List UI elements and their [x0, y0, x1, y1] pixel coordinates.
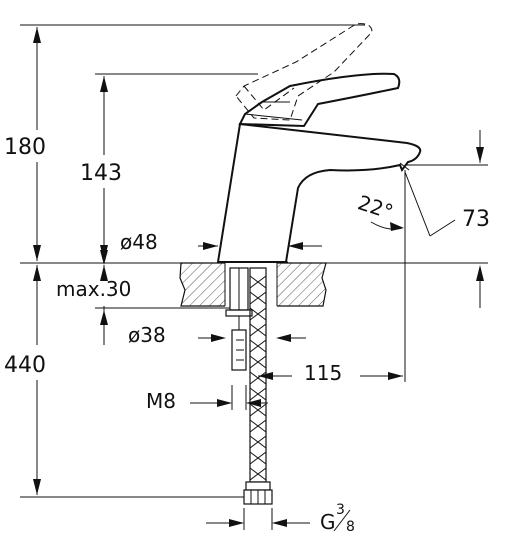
- countertop-section: [179, 262, 327, 307]
- dim-73-vertical: [476, 130, 484, 308]
- svg-text:3: 3: [336, 502, 345, 518]
- dim-g38: [206, 508, 310, 530]
- label-max30: max.30: [56, 277, 131, 301]
- label-180: 180: [4, 135, 46, 160]
- label-d48: ø48: [120, 230, 158, 254]
- braided-hose: [243, 267, 273, 505]
- label-angle-22: 22°: [355, 190, 396, 224]
- label-m8: M8: [146, 389, 176, 413]
- label-143: 143: [80, 161, 122, 186]
- label-g38: G 3 8: [320, 502, 355, 535]
- label-115: 115: [304, 361, 342, 385]
- dim-d38: [198, 334, 306, 342]
- mounting-assembly: [225, 267, 253, 371]
- dim-m8: [190, 385, 268, 410]
- svg-text:8: 8: [346, 519, 355, 535]
- label-73: 73: [462, 207, 490, 232]
- dim-180: [33, 27, 41, 261]
- dim-115: [258, 372, 403, 380]
- dim-d48: [198, 242, 322, 250]
- dim-angle-22: [370, 171, 456, 237]
- lever-open-dashed: [235, 23, 373, 121]
- label-d38: ø38: [128, 323, 166, 347]
- dim-max30: [100, 250, 108, 345]
- label-440: 440: [4, 353, 46, 378]
- svg-text:G: G: [320, 510, 336, 534]
- dim-143: [100, 76, 108, 261]
- dim-440: [33, 265, 41, 495]
- faucet-body: [216, 122, 422, 263]
